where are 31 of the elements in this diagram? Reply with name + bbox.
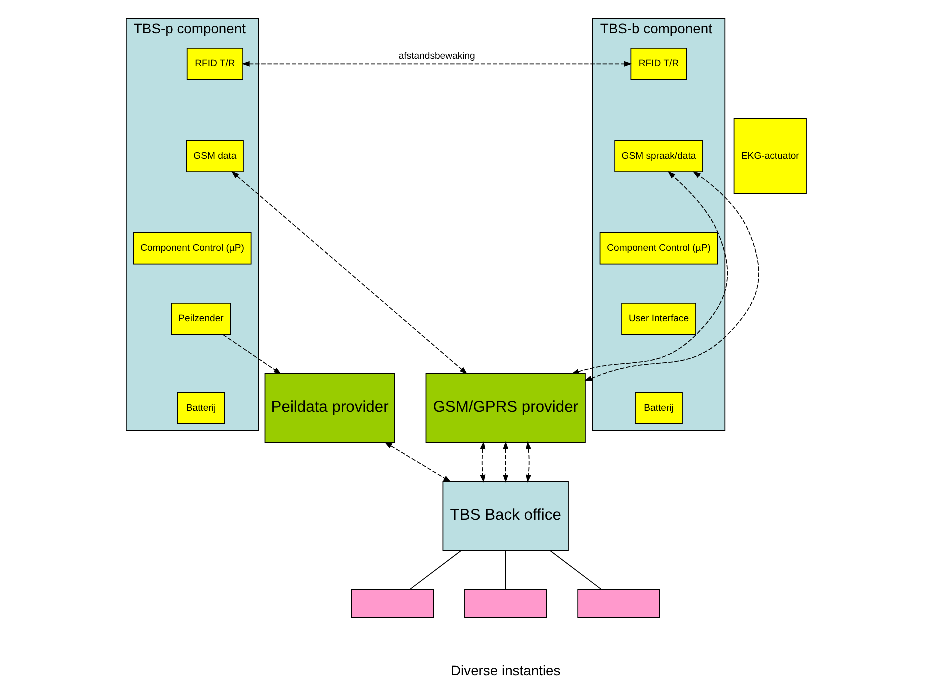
node-box: Peilzender [170, 303, 231, 336]
node-box: Peildata provider [264, 374, 395, 444]
node-box: RFID T/R [186, 48, 243, 80]
node-box: GSM spraak/data [614, 140, 703, 172]
node-box: TBS Back office [442, 481, 568, 552]
arrow [526, 441, 531, 483]
node-box: GSM data [186, 140, 244, 172]
arrow [222, 334, 282, 375]
node-box [577, 589, 660, 618]
arrow [502, 441, 508, 483]
node-box: Batterij [176, 392, 225, 424]
arrow [584, 172, 759, 382]
node-box: Component Control (µP) [599, 232, 718, 265]
node-box [464, 589, 547, 618]
node-box: RFID T/R [630, 48, 687, 80]
arrow [384, 442, 451, 482]
node-box: GSM/GPRS provider [425, 374, 586, 444]
label: Diverse instanties [450, 662, 560, 679]
arrow [570, 171, 728, 375]
node-box [350, 589, 434, 618]
edge-label: afstandsbewaking [398, 50, 475, 62]
node-box: User Interface [621, 303, 696, 336]
connector [549, 550, 602, 590]
arrow [231, 171, 468, 375]
arrow [241, 61, 632, 67]
connector [409, 550, 462, 590]
connector [504, 550, 506, 590]
arrow [480, 441, 486, 483]
node-box: Component Control (µP) [132, 232, 252, 265]
node-box: EKG-actuator [733, 118, 806, 194]
node-box: Batterij [634, 392, 682, 424]
